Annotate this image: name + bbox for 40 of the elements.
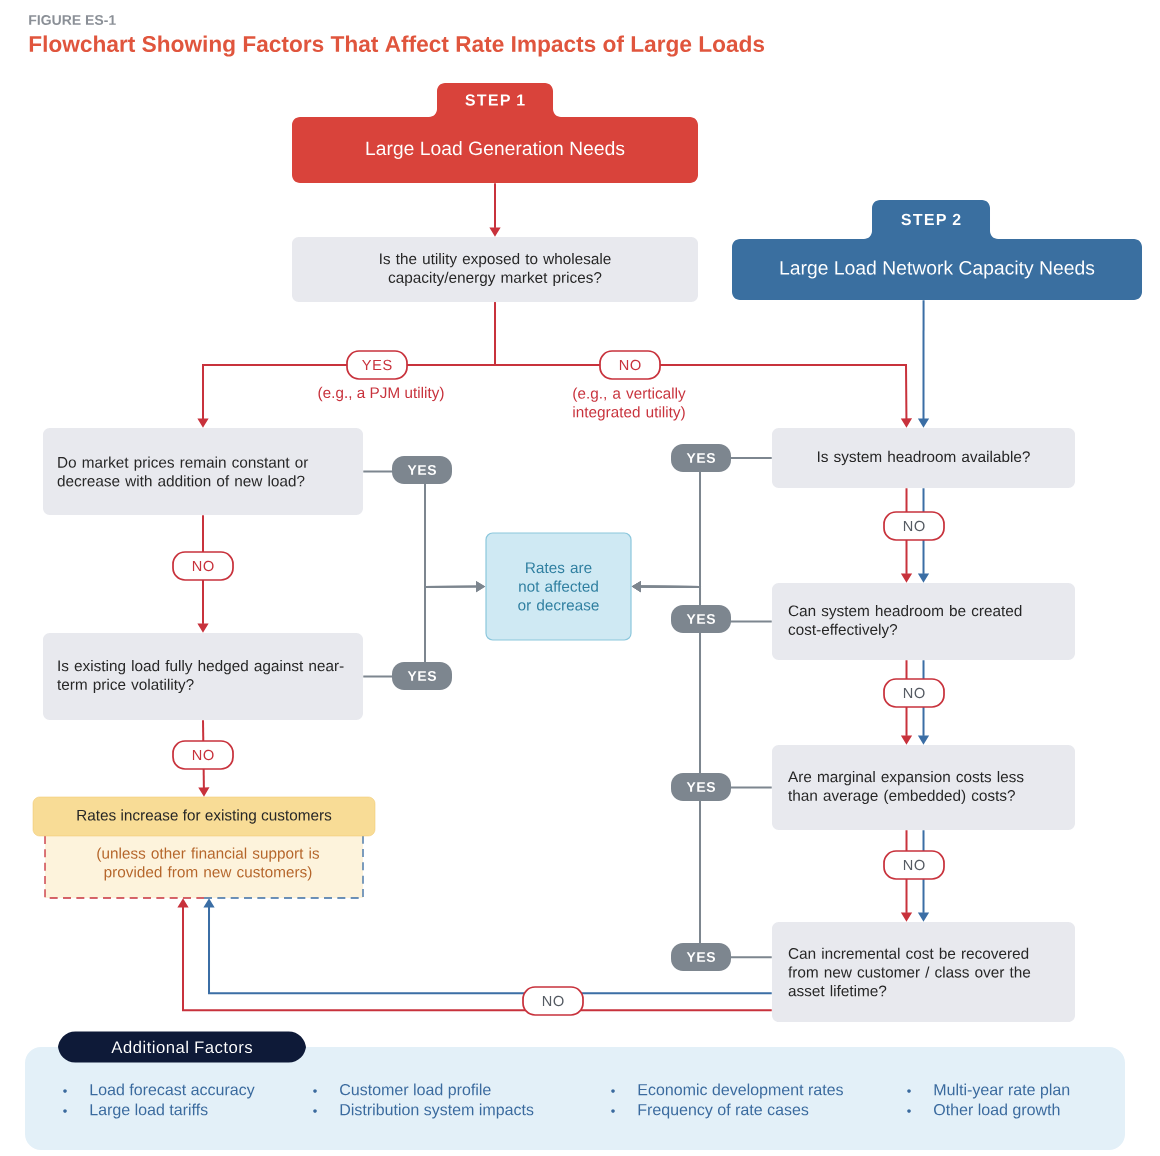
bullet-item: Other load growth (907, 1103, 1060, 1119)
edge-label: NO (522, 986, 584, 1016)
edge-label: YES (671, 444, 731, 472)
edge-label: YES (346, 350, 408, 380)
question-box: Do market prices remain constant or decrease with addition of new load? (43, 428, 363, 515)
edge-label: NO (883, 511, 945, 541)
bullet-item: Customer load profile (313, 1083, 491, 1099)
heading-pill: Additional Factors (58, 1031, 306, 1063)
question-box: Is the utility exposed to wholesale capacity/energy market prices? (292, 237, 698, 302)
figure-number: FIGURE ES-1 (29, 15, 116, 25)
edge-label: YES (671, 773, 731, 801)
bullet-item: Economic development rates (611, 1083, 843, 1099)
bullet-item: Load forecast accuracy (63, 1083, 255, 1099)
question-box: Can system headroom be created cost-effectively? (772, 583, 1075, 660)
edge-label: NO (883, 678, 945, 708)
title: Flowchart Showing Factors That Affect Rate Impacts of Large Loads (29, 35, 765, 57)
bullet-item: Multi-year rate plan (907, 1083, 1070, 1099)
edge-label: NO (172, 551, 234, 581)
question-box: Are marginal expansion costs less than average (embedded) costs? (772, 745, 1075, 830)
edge-label: NO (172, 740, 234, 770)
question-box: Is existing load fully hedged against near-term price volatility? (43, 633, 363, 720)
question-box: Is system headroom available? (772, 428, 1075, 488)
step-box: STEP 1 Large Load Generation Needs (292, 83, 698, 183)
edge-label: NO (599, 350, 661, 380)
edge-label: YES (392, 662, 452, 690)
node-label: Rates increase for existing customers (77, 809, 332, 824)
factors-panel (25, 1031, 1125, 1150)
question-box: Can incremental cost be recovered from new customer / class over the asset lifetime? (772, 922, 1075, 1022)
bullet-item: Large load tariffs (63, 1103, 208, 1119)
outcome-box: Rates increase for existing customers (unless other financial support is provided from new customers) (32, 796, 376, 899)
edge-label: NO (883, 850, 945, 880)
bullet-item: Distribution system impacts (313, 1103, 534, 1119)
edge-label: YES (671, 943, 731, 971)
bullet-item: Frequency of rate cases (611, 1103, 809, 1119)
note: (e.g., a vertically integrated utility) (573, 387, 686, 421)
edge-label: YES (392, 456, 452, 484)
note: (e.g., a PJM utility) (318, 386, 444, 402)
step-box: STEP 2 Large Load Network Capacity Needs (732, 200, 1142, 300)
result-box: Rates are not affected or decrease (485, 532, 632, 641)
edge-label: YES (671, 605, 731, 633)
